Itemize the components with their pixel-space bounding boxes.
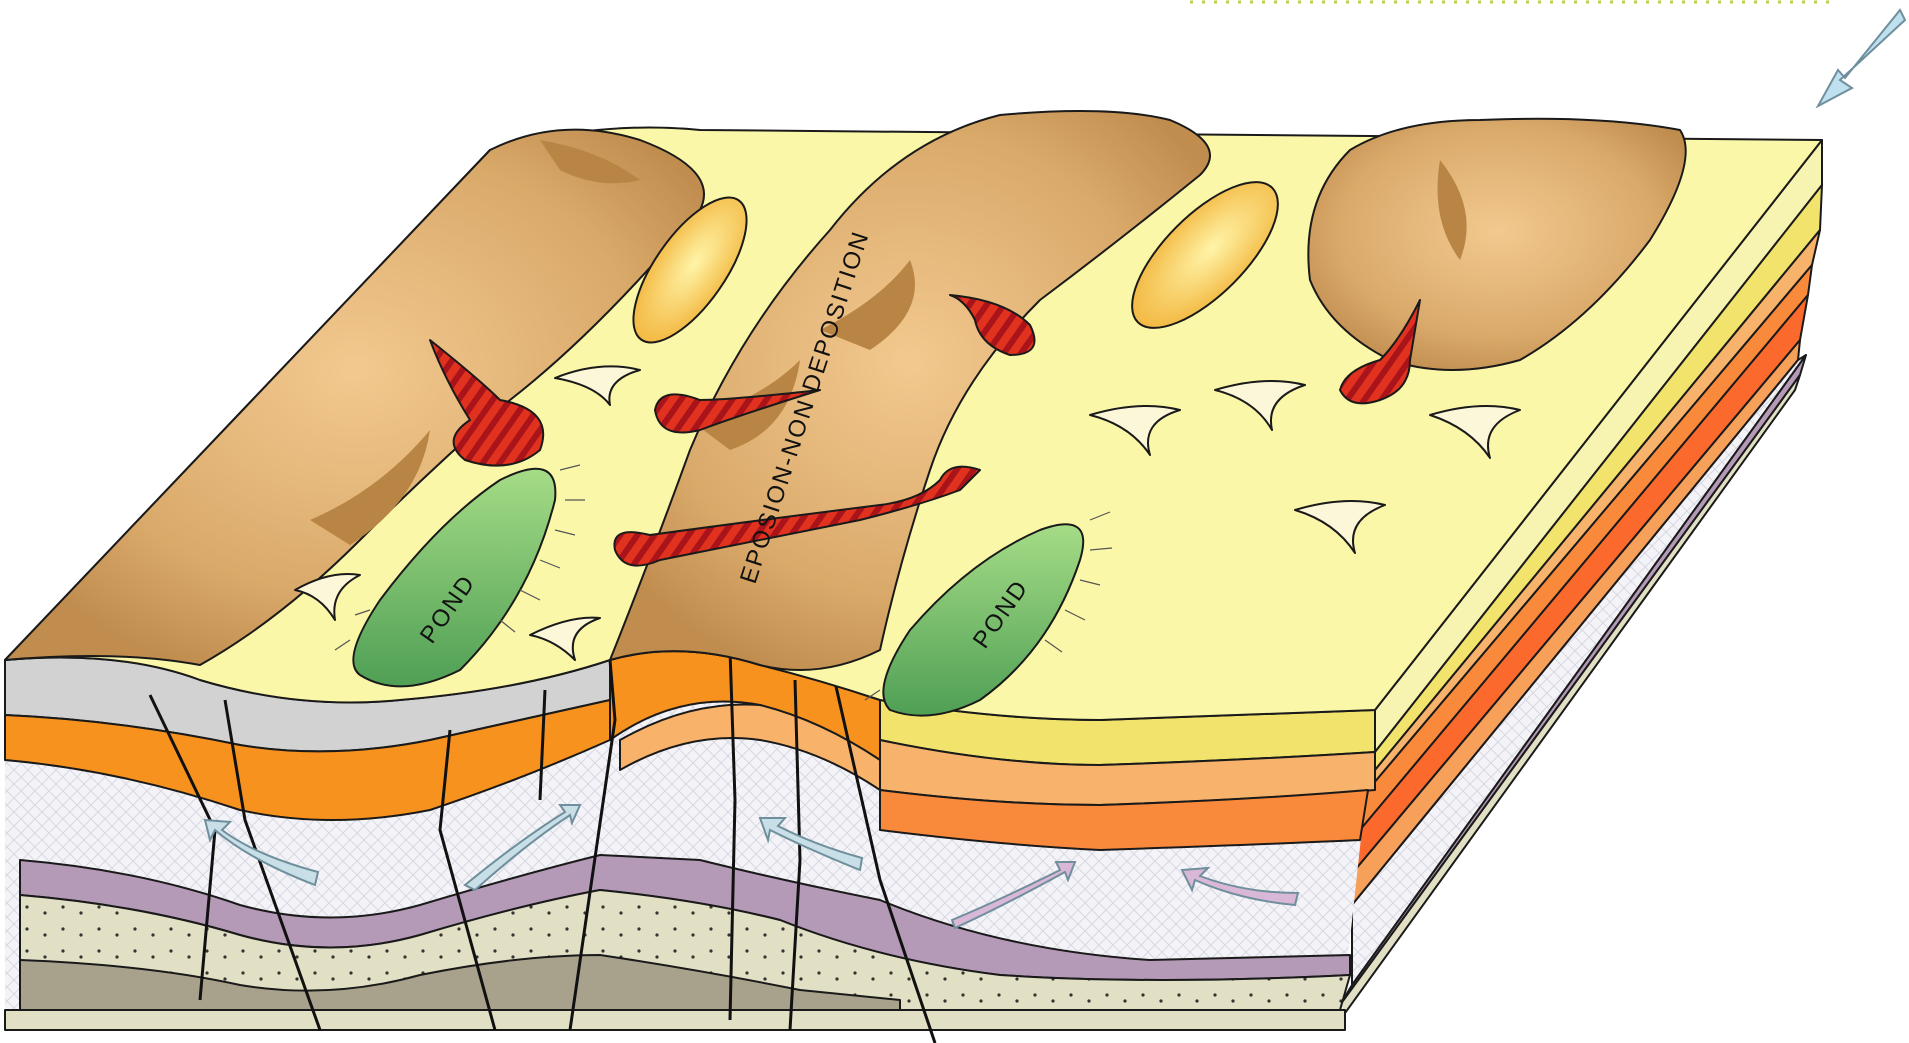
wind-direction-arrow-icon <box>1818 10 1905 106</box>
